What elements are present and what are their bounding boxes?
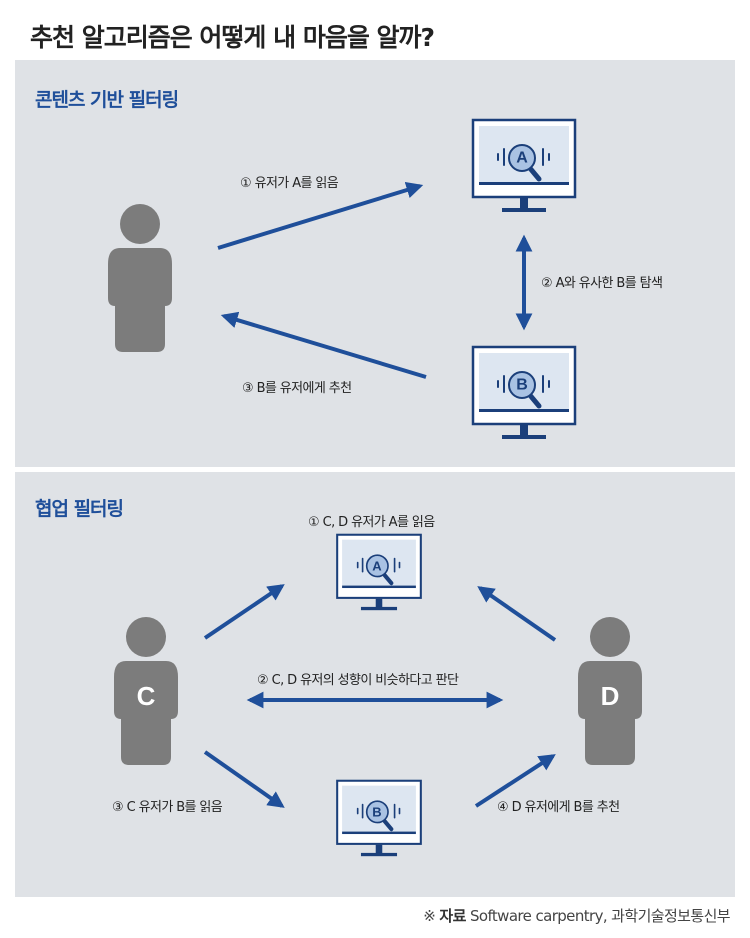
collab-step-1-label: ① C, D 유저가 A를 읽음 (308, 515, 435, 530)
user-d-label: D (601, 681, 620, 711)
arrow-d-to-a (477, 586, 557, 642)
page-title: 추천 알고리즘은 어떻게 내 마음을 알까? (30, 23, 435, 52)
arrow-user-to-a (217, 181, 424, 250)
source-text: Software carpentry, 과학기술정보통신부 (469, 907, 731, 925)
monitor-b-icon: B (337, 781, 421, 856)
user-c-person-icon: C (114, 617, 178, 765)
source-note: ※ 자료 Software carpentry, 과학기술정보통신부 (423, 905, 730, 926)
monitor-b-icon: B (473, 347, 575, 439)
content-based-title: 콘텐츠 기반 필터링 (35, 89, 179, 111)
monitor-a-letter: A (516, 150, 528, 167)
arrow-c-to-a (203, 584, 285, 640)
monitor-b-letter: B (372, 805, 381, 820)
arrow-c-to-b (203, 750, 285, 808)
collab-step-2-label: ② C, D 유저의 성향이 비슷하다고 판단 (257, 673, 459, 688)
collaborative-title: 협업 필터링 (35, 498, 124, 520)
content-step-1-label: ① 유저가 A를 읽음 (240, 176, 339, 191)
monitor-a-letter: A (372, 559, 382, 574)
user-d-person-icon: D (578, 617, 642, 765)
monitor-a-icon: A (473, 120, 575, 212)
content-step-3-label: ③ B를 유저에게 추천 (242, 381, 352, 396)
arrow-b-to-d (474, 754, 556, 808)
user-person-icon (108, 204, 172, 352)
source-label: 자료 (439, 907, 466, 925)
collab-step-4-label: ④ D 유저에게 B를 추천 (497, 800, 620, 815)
monitor-b-letter: B (516, 377, 528, 394)
monitor-a-icon: A (337, 535, 421, 610)
arrow-b-to-user (220, 311, 427, 379)
user-c-label: C (137, 681, 156, 711)
content-step-2-label: ② A와 유사한 B를 탐색 (541, 276, 663, 291)
source-prefix: ※ (423, 907, 436, 925)
collab-step-3-label: ③ C 유저가 B를 읽음 (112, 800, 223, 815)
